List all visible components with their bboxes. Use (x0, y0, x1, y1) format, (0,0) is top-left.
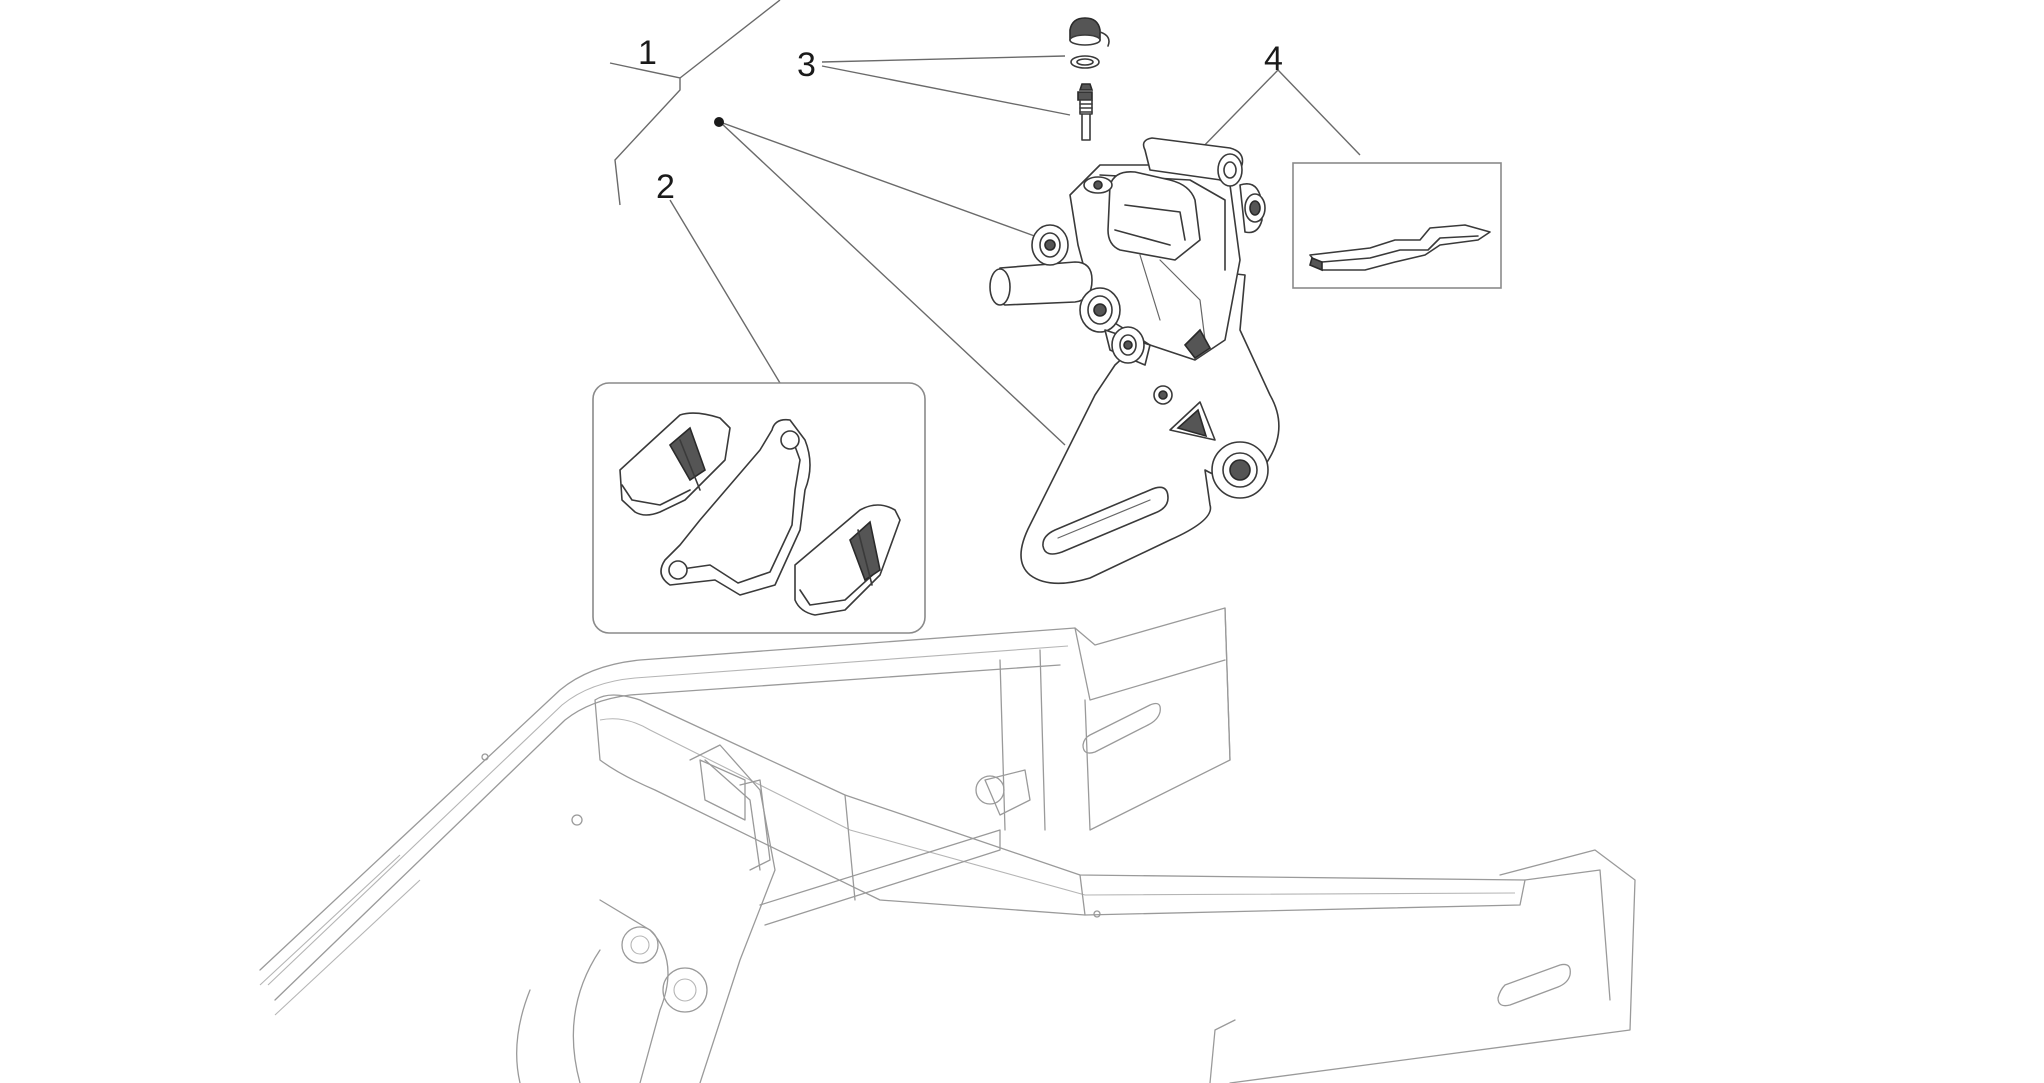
brake-caliper-assembly (989, 137, 1280, 585)
callout-1: 1 (638, 34, 657, 72)
leader-1 (609, 62, 681, 206)
bleeder-screw-part (1069, 17, 1110, 141)
swingarm-frame (259, 607, 1636, 1083)
leader-2 (669, 199, 781, 384)
brake-pads-kit (592, 382, 926, 634)
callout-3: 3 (797, 46, 816, 84)
part-4-kit (1292, 162, 1502, 289)
callout-2: 2 (656, 168, 675, 206)
leader-4 (1194, 69, 1279, 156)
callout-4: 4 (1264, 40, 1283, 78)
leader-3 (821, 55, 1066, 63)
leader-1-dot (714, 117, 724, 127)
leader-lines (609, 0, 1361, 446)
